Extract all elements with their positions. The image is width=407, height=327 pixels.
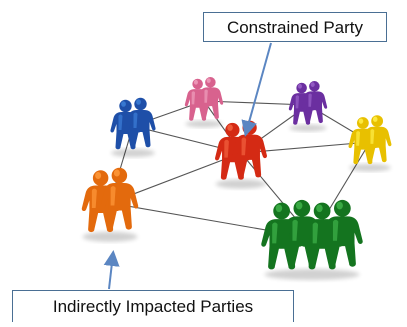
group-purple-figures (288, 81, 328, 132)
indirect-arrow (103, 250, 120, 290)
indirectly-impacted-parties-label: Indirectly Impacted Parties (12, 290, 294, 322)
group-yellow-figures (348, 115, 392, 172)
constrained-party-label: Constrained Party (203, 12, 387, 42)
people-figures (81, 77, 392, 280)
callout-arrows (103, 42, 272, 290)
group-red-figures (215, 120, 267, 189)
group-pink-figures (184, 77, 224, 128)
constrained-arrow (241, 42, 272, 137)
group-blue-figures (110, 97, 156, 157)
group-orange-figures (81, 167, 139, 242)
group-green-figures (261, 199, 363, 280)
